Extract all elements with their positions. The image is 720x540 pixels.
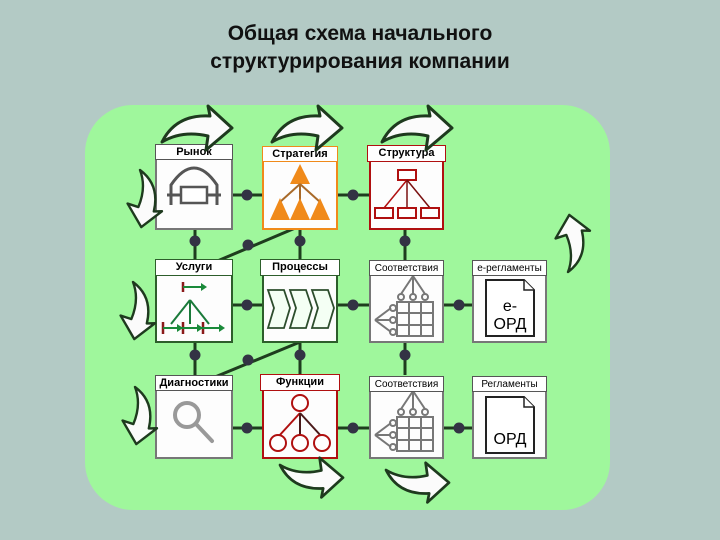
node-label-services: Услуги [155,259,233,276]
node-label-regulations: Регламенты [472,376,547,392]
node-label-functions: Функции [260,374,340,391]
doc-text-e-ord: е- ОРД [493,298,527,333]
process-chevrons-icon [266,289,335,329]
node-label-compliance-2: Соответствия [369,376,444,392]
bottom-right-curved-arrow [384,461,451,504]
left-upper-curved-arrow [122,167,170,232]
node-label-processes: Процессы [260,259,340,276]
node-label-compliance-1: Соответствия [369,260,444,276]
document-icon [485,279,535,337]
compliance-matrix-icon [374,390,434,452]
title-line-1: Общая схема начального [227,22,493,45]
node-label-market: Рынок [155,144,233,160]
bottom-middle-curved-arrow [278,456,345,499]
doc-text-ord: ОРД [493,431,527,448]
left-lower-curved-arrow [117,384,165,449]
title-line-2: структурирования компании [210,50,510,73]
right-curved-arrow [550,210,598,275]
document-icon [485,396,535,454]
services-flow-icon [161,282,225,334]
org-structure-icon [374,169,440,219]
compliance-matrix-icon [374,275,434,337]
page-title: Общая схема начального структурирования … [0,20,720,76]
node-label-diagnostics: Диагностики [155,375,233,391]
market-icon [167,166,221,205]
magnifier-icon [173,401,214,443]
node-label-strategy: Стратегия [262,146,338,162]
top-left-curved-arrow [160,104,234,152]
top-right-curved-arrow [380,104,454,152]
left-middle-curved-arrow [115,279,163,344]
strategy-pyramid-icon [270,164,330,220]
node-label-e-regulations: е-регламенты [472,260,547,276]
function-tree-icon [269,394,331,452]
node-label-structure: Структура [367,145,446,162]
top-middle-curved-arrow [270,104,344,152]
